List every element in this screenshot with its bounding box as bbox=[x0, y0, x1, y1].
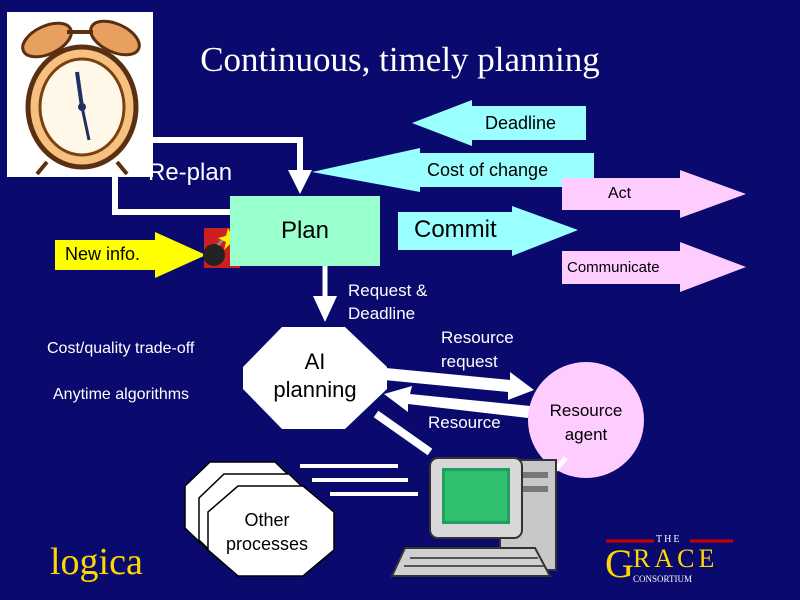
request-deadline-line2: Deadline bbox=[348, 304, 416, 323]
plan-node: Plan bbox=[230, 196, 380, 266]
resource-agent-text: Resource agent bbox=[528, 399, 644, 447]
resource-request-arrow bbox=[384, 368, 534, 400]
computer-icon bbox=[390, 457, 557, 577]
ai-planning-node bbox=[243, 327, 387, 429]
resource-request-line1: Resource bbox=[441, 328, 514, 347]
replan-loop-line-top bbox=[153, 137, 303, 178]
ai-planning-text: AI planning bbox=[243, 348, 387, 404]
act-arrow bbox=[562, 170, 746, 218]
slide-title: Continuous, timely planning bbox=[200, 40, 600, 79]
new-info-arrow bbox=[55, 232, 206, 278]
ai-planning-line2: planning bbox=[273, 377, 357, 402]
re-plan-label: Re-plan bbox=[148, 159, 233, 186]
other-processes-text: Other processes bbox=[208, 508, 326, 556]
other-processes-line1: Other bbox=[244, 510, 290, 530]
other-processes-node bbox=[207, 485, 335, 577]
deadline-label: Deadline bbox=[485, 113, 557, 133]
logica-logo: logica bbox=[50, 541, 143, 583]
deadline-arrow bbox=[412, 100, 586, 146]
resource-request-label: Resource request bbox=[441, 326, 514, 374]
grace-race-letters: RACE bbox=[633, 544, 719, 573]
replan-arrowhead bbox=[288, 170, 312, 194]
resource-agent-node bbox=[528, 362, 644, 478]
ai-to-computer-line bbox=[373, 410, 433, 456]
replan-loop-line-bottom bbox=[112, 177, 230, 215]
communicate-arrow bbox=[562, 242, 746, 292]
anytime-algorithms-label: Anytime algorithms bbox=[53, 386, 190, 403]
resource-label: Resource bbox=[428, 413, 501, 432]
cost-quality-tradeoff-label: Cost/quality trade-off bbox=[47, 340, 195, 357]
cost-of-change-arrow bbox=[312, 148, 594, 192]
act-label: Act bbox=[608, 185, 632, 202]
grace-consortium-logo: THE G RACE CONSORTIUM bbox=[605, 534, 741, 590]
ai-planning-line1: AI bbox=[304, 349, 326, 374]
grace-consortium-text: CONSORTIUM bbox=[633, 574, 692, 584]
commit-arrow bbox=[398, 206, 578, 256]
request-deadline-line1: Request & bbox=[348, 281, 428, 300]
communicate-label: Communicate bbox=[567, 259, 660, 276]
commit-label: Commit bbox=[414, 216, 497, 243]
alarm-clock-image bbox=[7, 12, 153, 177]
resource-agent-line1: Resource bbox=[549, 401, 623, 420]
grace-g-letter: G bbox=[605, 541, 634, 586]
grace-the-text: THE bbox=[656, 534, 682, 545]
request-deadline-label: Request & Deadline bbox=[348, 279, 427, 325]
new-info-label: New info. bbox=[65, 244, 141, 264]
alarm-clock-icon bbox=[21, 19, 141, 176]
resource-return-arrow bbox=[384, 386, 530, 418]
resource-agent-line2: agent bbox=[564, 425, 608, 444]
other-processes-line2: processes bbox=[225, 534, 309, 554]
resource-request-line2: request bbox=[441, 352, 498, 371]
plan-to-ai-arrowhead bbox=[313, 296, 337, 322]
cost-of-change-label: Cost of change bbox=[427, 160, 549, 180]
